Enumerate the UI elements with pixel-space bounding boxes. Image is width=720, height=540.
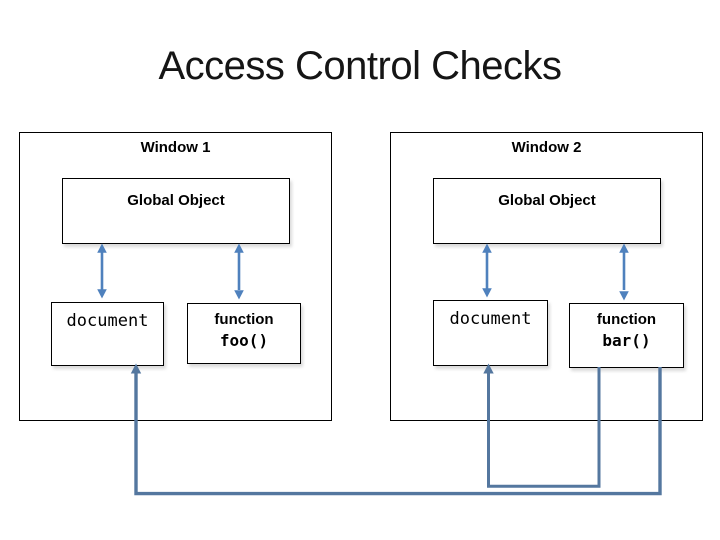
window-1-function-keyword: function xyxy=(214,311,274,328)
window-2-function-bar-box: function bar() xyxy=(569,303,684,368)
window-1-global-object-label: Global Object xyxy=(127,192,225,209)
window-2-function-keyword: function xyxy=(596,311,657,328)
window-2-document-label: document xyxy=(449,309,532,329)
window-1-document-box: document xyxy=(51,302,164,366)
window-2-function-name: bar() xyxy=(602,331,651,351)
window-2-frame: Window 2 Global Object document function… xyxy=(390,132,703,421)
window-1-function-name: foo() xyxy=(219,331,269,351)
window-1-document-label: document xyxy=(66,311,149,331)
window-1-global-object-box: Global Object xyxy=(62,178,290,244)
window-2-document-box: document xyxy=(433,300,548,366)
window-2-global-object-label: Global Object xyxy=(498,192,596,209)
window-1-function-foo-box: function foo() xyxy=(187,303,301,364)
window-2-global-object-box: Global Object xyxy=(433,178,661,244)
slide-title: Access Control Checks xyxy=(158,44,562,88)
window-1-label: Window 1 xyxy=(140,139,211,156)
window-2-label: Window 2 xyxy=(511,139,582,156)
window-1-frame: Window 1 Global Object document function… xyxy=(19,132,332,421)
